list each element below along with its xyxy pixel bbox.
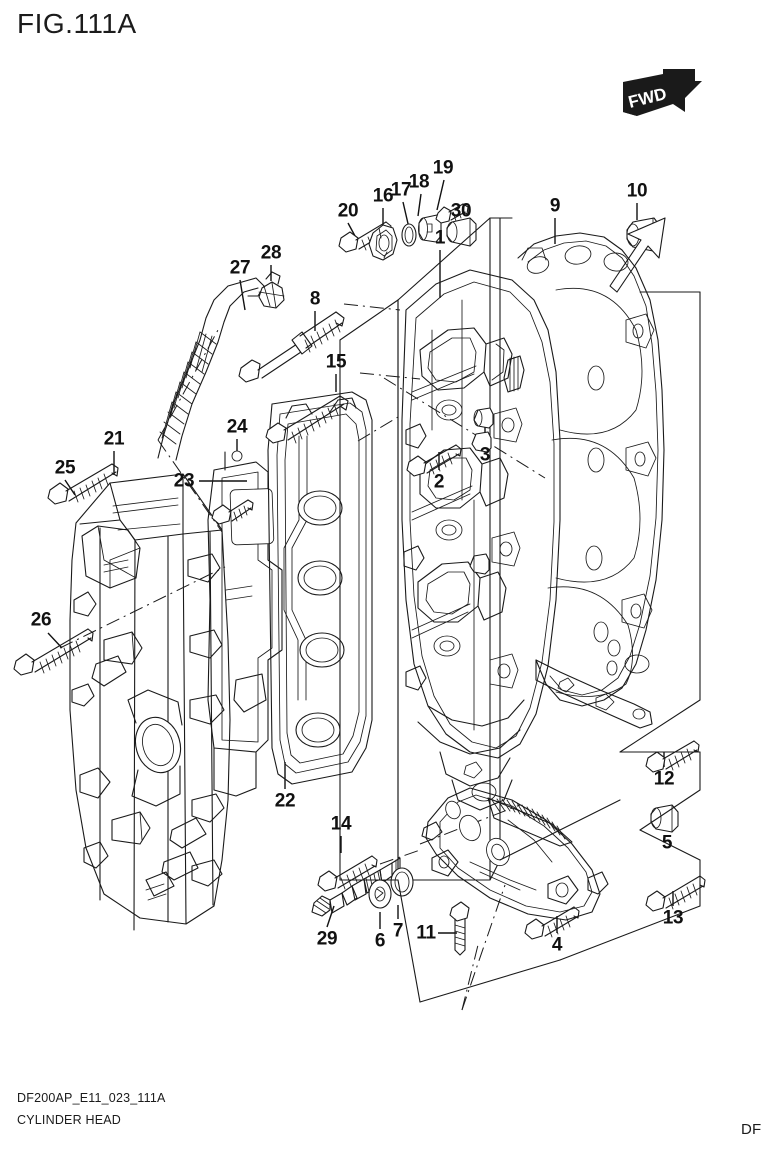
- callout-number-4: 4: [551, 934, 563, 956]
- callout-number-8: 8: [309, 288, 321, 310]
- part-25-bolt: [47, 463, 119, 505]
- callout-number-26: 26: [30, 609, 52, 631]
- part-7-seal-ring: [390, 867, 414, 897]
- callout-number-18: 18: [408, 171, 430, 193]
- callout-number-30: 30: [450, 200, 472, 222]
- part-21-cylinder-head-cover: [69, 473, 231, 931]
- callout-number-27: 27: [229, 257, 251, 279]
- callout-number-28: 28: [260, 242, 282, 264]
- corner-model-code: DF: [741, 1121, 762, 1138]
- part-23-cover-plate: [207, 450, 283, 797]
- part-15-bolt: [265, 395, 349, 444]
- callout-number-1: 1: [434, 227, 446, 249]
- callout-number-29: 29: [316, 928, 338, 950]
- part-26-bolt: [13, 628, 94, 676]
- callout-number-20: 20: [337, 200, 359, 222]
- part-19-bolt: [435, 203, 469, 224]
- callout-number-15: 15: [325, 351, 347, 373]
- part-10-dowel-pin: [609, 217, 666, 293]
- part-9-head-gasket: [517, 232, 665, 729]
- callout-number-10: 10: [626, 180, 648, 202]
- callout-number-13: 13: [662, 907, 684, 929]
- part-14-bolt: [317, 855, 378, 892]
- part-22-head-cover-gasket: [267, 391, 373, 785]
- part-30-dowel-pin: [446, 217, 477, 247]
- part-12-bolt: [645, 740, 700, 773]
- cylinder-head-underside-assembly: [421, 787, 609, 921]
- part-24-bolt: [211, 499, 254, 525]
- callout-number-2: 2: [433, 471, 445, 493]
- callout-number-23: 23: [173, 470, 195, 492]
- callout-number-9: 9: [549, 195, 561, 217]
- part-1-cylinder-head: [397, 217, 561, 881]
- group-frames: [339, 217, 701, 1003]
- callout-number-11: 11: [416, 922, 436, 944]
- callout-number-7: 7: [392, 920, 404, 942]
- callout-number-25: 25: [54, 457, 76, 479]
- callout-number-24: 24: [226, 416, 248, 438]
- part-8-bolt: [238, 311, 345, 383]
- part-2-bolt: [406, 444, 462, 477]
- part-17-o-ring: [401, 223, 417, 247]
- part-27-breather-hose: [157, 277, 265, 461]
- callout-number-14: 14: [330, 813, 352, 835]
- part-16-camshaft-seal: [368, 224, 398, 261]
- callout-number-22: 22: [274, 790, 296, 812]
- callout-number-6: 6: [374, 930, 386, 952]
- callout-number-5: 5: [661, 832, 673, 854]
- callout-number-3: 3: [479, 444, 491, 466]
- part-6-washer: [368, 879, 392, 909]
- part-3-tube: [473, 407, 494, 429]
- callout-number-21: 21: [103, 428, 125, 450]
- part-11-bolt: [449, 901, 470, 956]
- part-13-bolt: [645, 875, 706, 912]
- fwd-direction-badge: FWD: [623, 69, 702, 116]
- callout-number-12: 12: [653, 768, 675, 790]
- part-5-dowel-pin: [650, 804, 679, 833]
- page-title: FIG.111A: [17, 8, 137, 39]
- part-28-hose-clamp: [258, 271, 285, 309]
- callout-number-19: 19: [432, 157, 454, 179]
- callout-number-17: 17: [390, 179, 412, 201]
- callout-number-16: 16: [372, 185, 394, 207]
- footer-part-code: DF200AP_E11_023_111A: [17, 1091, 166, 1105]
- footer-assembly-name: CYLINDER HEAD: [17, 1113, 122, 1127]
